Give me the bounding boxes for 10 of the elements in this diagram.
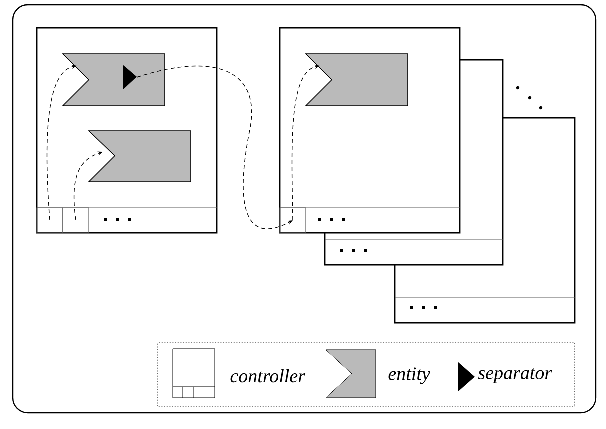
arrow xyxy=(136,66,293,230)
controller-cell xyxy=(280,208,306,234)
controller-cell xyxy=(36,208,64,234)
entity-flag xyxy=(62,54,166,106)
separator-triangle xyxy=(123,65,137,90)
legend-text: separator xyxy=(478,368,552,384)
entity-flag xyxy=(305,54,408,106)
legend-text: entity xyxy=(388,368,430,384)
legend-text: controller xyxy=(230,369,306,383)
controller-cell xyxy=(62,208,90,234)
